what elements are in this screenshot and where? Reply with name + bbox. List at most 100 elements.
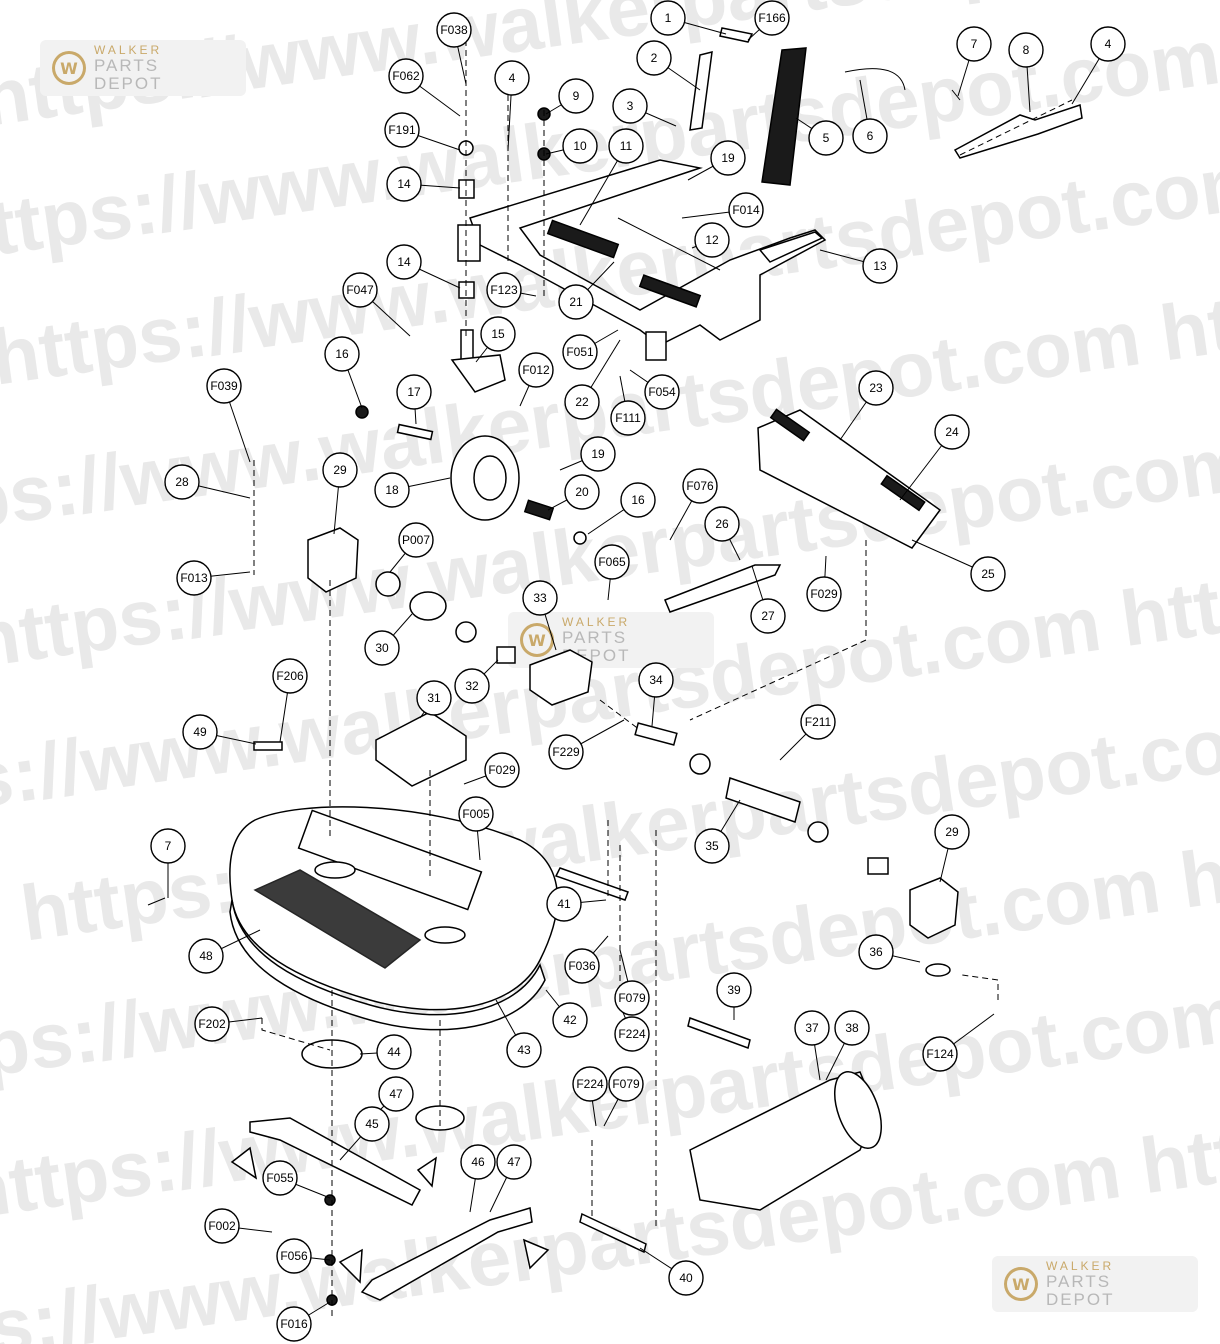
callout-circle [486, 272, 522, 308]
callout-18: 18 [374, 472, 410, 508]
callout-circle [276, 1238, 312, 1274]
hitch-pin [147, 897, 166, 906]
callout-label: F039 [210, 379, 238, 393]
callout-31: 31 [416, 680, 452, 716]
callout-label: 18 [385, 483, 399, 497]
callout-circle [384, 112, 420, 148]
callout-circle [564, 384, 600, 420]
callout-label: F047 [346, 283, 374, 297]
callout-circle [608, 128, 644, 164]
callout-f012: F012 [518, 352, 554, 388]
callout-label: 33 [533, 591, 547, 605]
frame-tube-bottom [645, 331, 667, 361]
callout-23: 23 [858, 370, 894, 406]
callout-13: 13 [862, 248, 898, 284]
callout-label: 47 [389, 1087, 403, 1101]
axle-bolt [396, 423, 434, 441]
callout-circle [750, 598, 786, 634]
spring [689, 51, 713, 131]
callout-6: 6 [852, 118, 888, 154]
brand-line1: WALKER [561, 615, 631, 629]
callout-11: 11 [608, 128, 644, 164]
callout-label: 1 [665, 11, 672, 25]
callout-f056: F056 [276, 1238, 312, 1274]
callout-5: 5 [808, 120, 844, 156]
callout-label: 4 [1105, 37, 1112, 51]
callout-f111: F111 [610, 400, 646, 436]
callout-circle [454, 668, 490, 704]
callout-circle [1008, 32, 1044, 68]
callout-label: 20 [575, 485, 589, 499]
deck-opening [314, 861, 356, 879]
callout-circle [956, 26, 992, 62]
callout-38: 38 [834, 1010, 870, 1046]
callout-label: 7 [165, 839, 172, 853]
callout-label: F079 [612, 1077, 640, 1091]
callout-circle [934, 414, 970, 450]
callout-circle [754, 0, 790, 36]
callout-20: 20 [564, 474, 600, 510]
callout-label: 23 [869, 381, 883, 395]
callout-circle [272, 658, 308, 694]
callout-circle [728, 192, 764, 228]
callout-8: 8 [1008, 32, 1044, 68]
callout-26: 26 [704, 506, 740, 542]
callout-circle [496, 1144, 532, 1180]
rotation-arrow-icon [416, 1156, 437, 1188]
callout-42: 42 [552, 1002, 588, 1038]
callout-43: 43 [506, 1032, 542, 1068]
grip-pad [769, 408, 811, 442]
deck-grid [253, 869, 422, 969]
callout-40: 40 [668, 1260, 704, 1296]
callout-circle [858, 934, 894, 970]
bracket-plate [554, 867, 629, 901]
callout-circle [480, 316, 516, 352]
callout-label: F124 [926, 1047, 954, 1061]
callout-label: 46 [471, 1155, 485, 1169]
callout-1: 1 [650, 0, 686, 36]
callout-19: 19 [580, 436, 616, 472]
callout-f065: F065 [594, 544, 630, 580]
bushing [496, 646, 516, 664]
callout-circle [494, 60, 530, 96]
callout-21: 21 [558, 284, 594, 320]
callout-circle [716, 972, 752, 1008]
callout-label: F191 [388, 123, 416, 137]
gearbox-right [909, 877, 959, 939]
chute-mouth [834, 1071, 882, 1149]
callout-15: 15 [480, 316, 516, 352]
wheel-fork [450, 354, 506, 393]
callout-label: 9 [573, 89, 580, 103]
callout-circle [386, 166, 422, 202]
wheel-hub [473, 455, 507, 501]
callout-circle [710, 140, 746, 176]
callout-label: 12 [705, 233, 719, 247]
callout-circle [276, 1306, 312, 1342]
oring [455, 621, 477, 643]
callout-circle [612, 88, 648, 124]
callout-f123: F123 [486, 272, 522, 308]
brand-line2: PARTS DEPOT [1045, 1272, 1115, 1309]
oring [689, 753, 711, 775]
callout-label: 25 [981, 567, 995, 581]
lift-lever [953, 104, 1083, 159]
callout-label: F166 [758, 11, 786, 25]
callout-circle [668, 1260, 704, 1296]
callout-circle [862, 248, 898, 284]
link-rod [617, 217, 721, 271]
callout-f062: F062 [388, 58, 424, 94]
brand-badge-top: W WALKER PARTS DEPOT [40, 40, 246, 96]
callout-f016: F016 [276, 1306, 312, 1342]
callout-14: 14 [386, 244, 422, 280]
callout-circle [638, 662, 674, 698]
callout-47: 47 [378, 1076, 414, 1112]
callout-9: 9 [558, 78, 594, 114]
callout-circle [614, 1016, 650, 1052]
callout-circle [206, 368, 242, 404]
callout-f211: F211 [800, 704, 836, 740]
callout-label: 15 [491, 327, 505, 341]
callout-circle [564, 948, 600, 984]
callout-circle [262, 1160, 298, 1196]
callout-circle [388, 58, 424, 94]
callout-f013: F013 [176, 560, 212, 596]
